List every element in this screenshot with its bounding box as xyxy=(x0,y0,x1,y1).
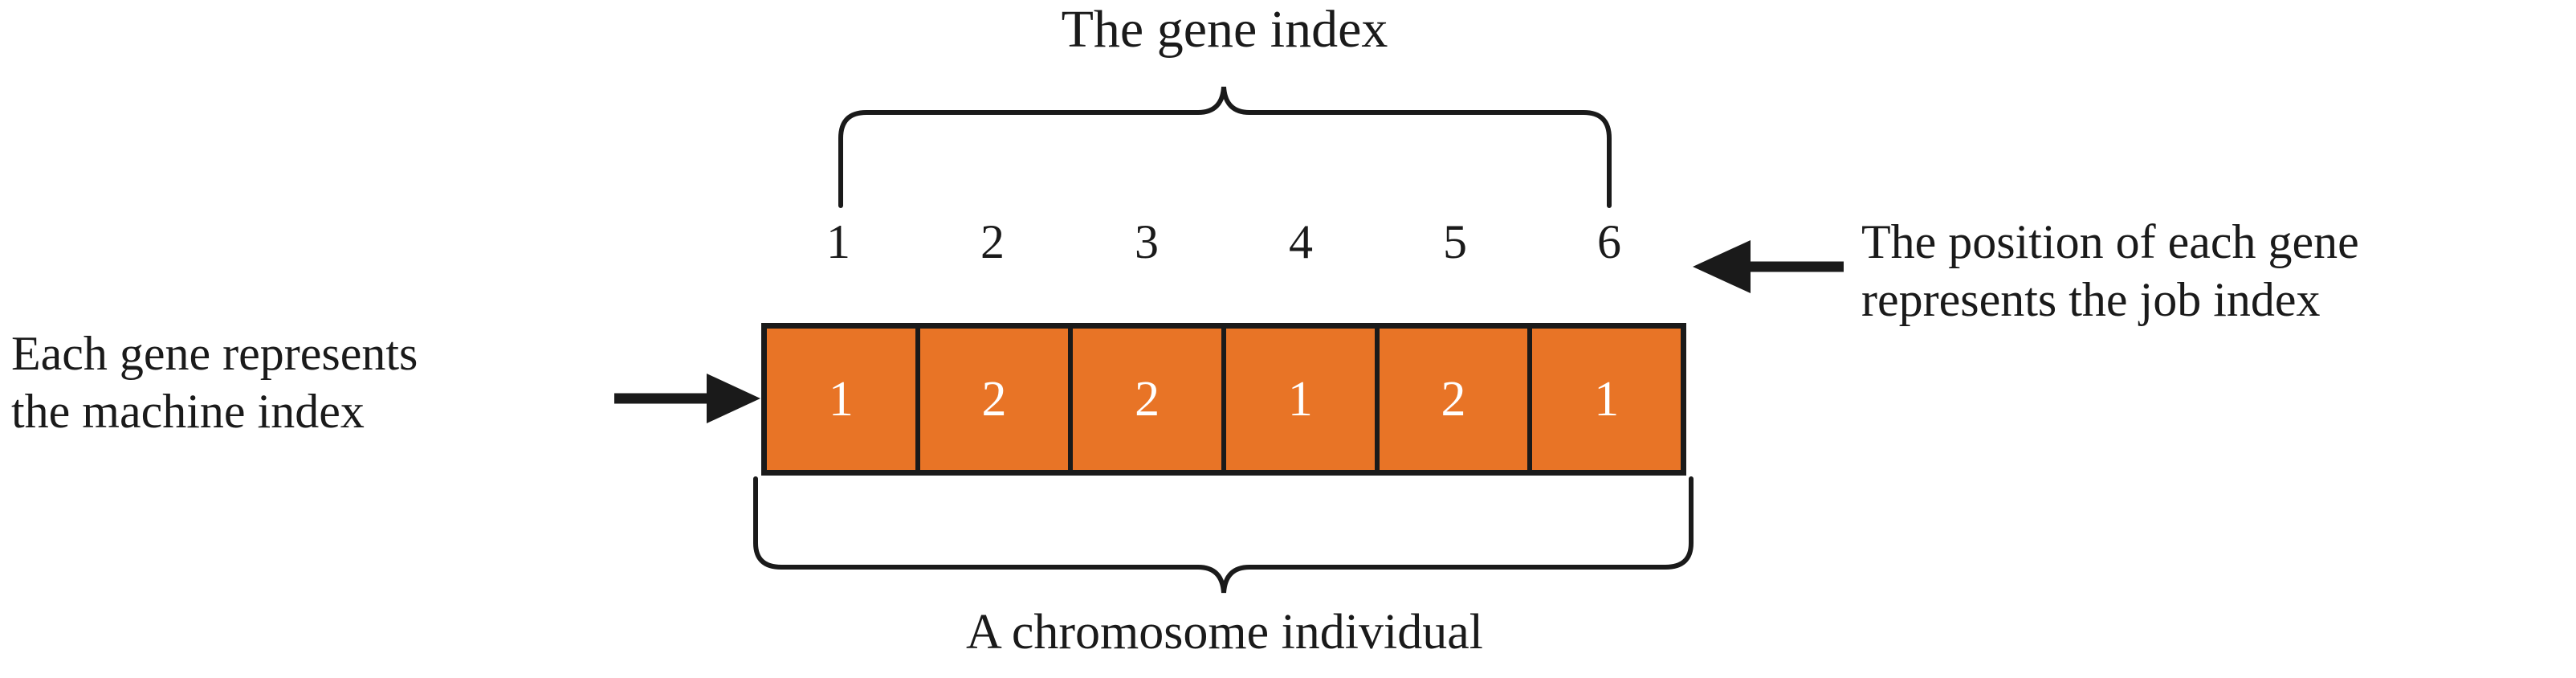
annotation-right: The position of each gene represents the… xyxy=(1861,213,2359,329)
gene-cell: 2 xyxy=(1379,329,1533,470)
top-label-gene-index: The gene index xyxy=(1061,0,1388,59)
annotation-left-line2: the machine index xyxy=(11,385,365,438)
top-curly-brace xyxy=(838,86,1612,208)
annotation-left: Each gene represents the machine index xyxy=(11,325,418,440)
gene-cell: 1 xyxy=(1226,329,1380,470)
annotation-left-line1: Each gene represents xyxy=(11,327,418,380)
arrow-right-icon xyxy=(614,374,760,423)
chromosome-strip: 1 2 2 1 2 1 xyxy=(761,323,1686,476)
gene-index-label: 4 xyxy=(1289,215,1313,268)
bottom-label-chromosome-individual: A chromosome individual xyxy=(965,605,1484,660)
annotation-right-line2: represents the job index xyxy=(1861,273,2321,326)
arrow-left-icon xyxy=(1693,240,1844,293)
gene-index-label: 3 xyxy=(1135,215,1159,268)
gene-cell: 2 xyxy=(919,329,1074,470)
bottom-curly-brace xyxy=(753,476,1694,594)
gene-index-label: 5 xyxy=(1443,215,1467,268)
gene-cell: 2 xyxy=(1073,329,1227,470)
gene-index-label: 1 xyxy=(826,215,850,268)
gene-index-label: 2 xyxy=(980,215,1005,268)
gene-cell: 1 xyxy=(767,329,920,470)
annotation-right-line1: The position of each gene xyxy=(1861,215,2359,268)
gene-index-label: 6 xyxy=(1597,215,1621,268)
gene-cell: 1 xyxy=(1532,329,1681,470)
gene-index-row: 1 2 3 4 5 6 xyxy=(761,215,1686,268)
